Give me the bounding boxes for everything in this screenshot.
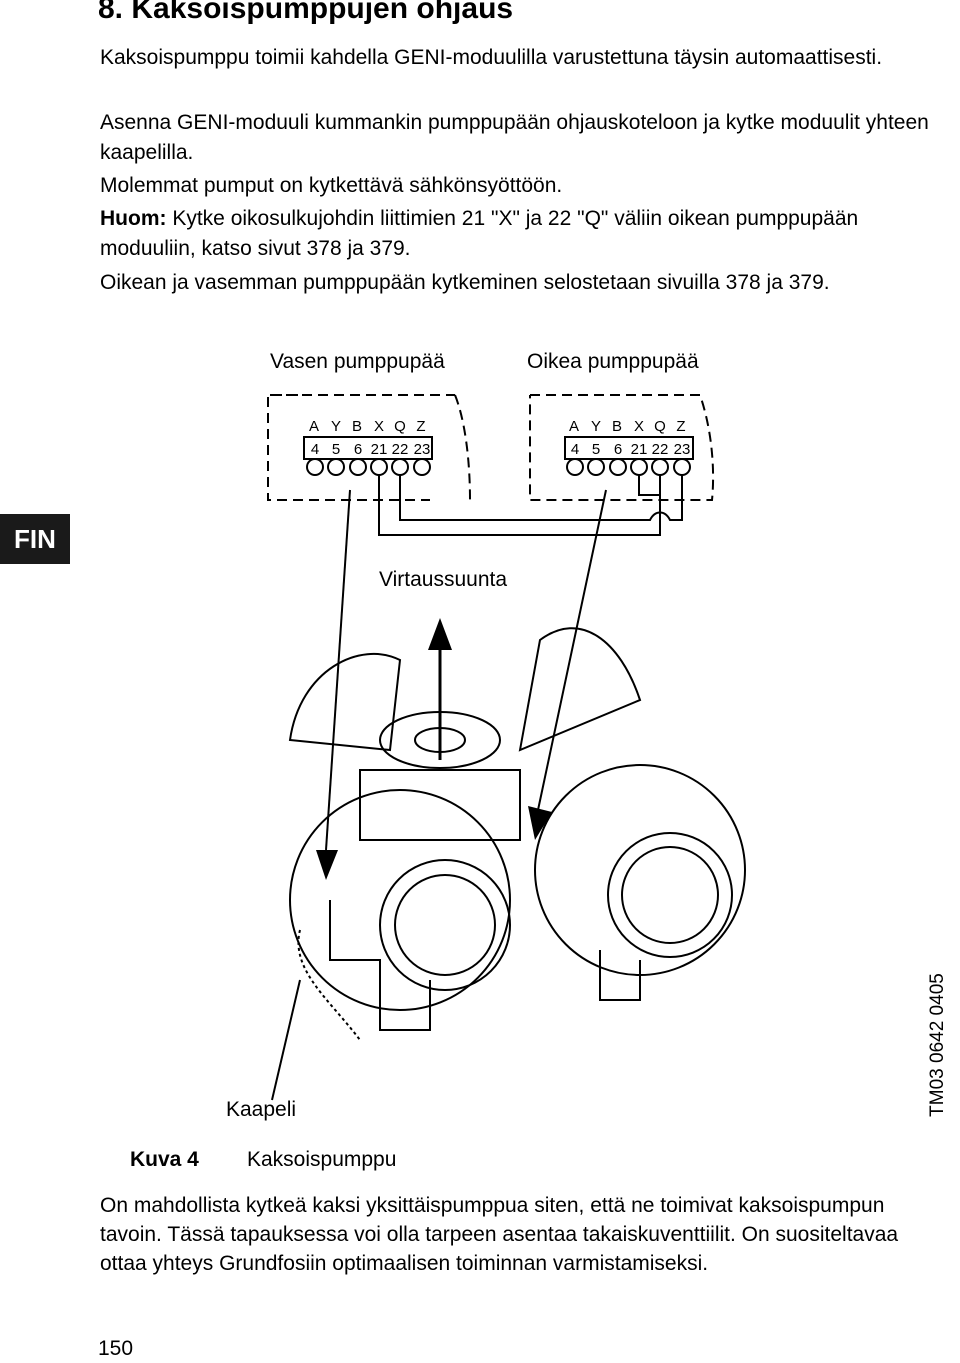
- right-terminal-letter-x: X: [634, 418, 644, 435]
- cable-leader-line: [271, 979, 301, 1101]
- left-terminal-number-5: 5: [332, 441, 340, 458]
- page-heading: 8. Kaksoispumppujen ohjaus: [98, 0, 514, 25]
- cable-label: Kaapeli: [226, 1098, 297, 1121]
- geni-cable-wire-2: [399, 475, 683, 521]
- paragraph-auto-operation: Kaksoispumppu toimii kahdella GENI-moduu…: [100, 46, 883, 69]
- pump-body: [288, 627, 746, 1041]
- left-terminal-number-23: 23: [414, 441, 431, 458]
- left-terminal-block: [303, 436, 433, 460]
- drawing-code: TM03 0642 0405: [927, 973, 948, 1117]
- right-terminal-letter-a: A: [569, 418, 579, 435]
- left-terminal-letter-y: Y: [331, 418, 341, 435]
- right-module-arrow-line: [537, 489, 607, 811]
- left-terminal-letter-b: B: [352, 418, 362, 435]
- page-number: 150: [98, 1337, 134, 1360]
- left-terminal-letter-q: Q: [394, 418, 406, 435]
- right-terminal-block: [564, 436, 694, 460]
- left-terminal-screws: [306, 458, 431, 476]
- right-module-arrowhead: [528, 806, 552, 840]
- left-terminal-letter-z: Z: [416, 418, 425, 435]
- right-terminal-number-22: 22: [652, 441, 669, 458]
- paragraph-note: Huom: Kytke oikosulkujohdin liittimien 2…: [100, 204, 940, 264]
- left-terminal-number-4: 4: [311, 441, 319, 458]
- right-terminal-letter-y: Y: [591, 418, 601, 435]
- paragraph-connection-reference: Oikean ja vasemman pumppupään kytkeminen…: [100, 271, 830, 294]
- right-terminal-letter-q: Q: [654, 418, 666, 435]
- paragraph-install-modules: Asenna GENI-moduuli kummankin pumppupään…: [100, 111, 929, 164]
- short-circuit-link: [638, 475, 661, 496]
- geni-cable-wire-1: [378, 475, 661, 536]
- figure-twin-pump: A Y B X Q Z 4 5 6 21 22 23 A Y B X Q Z 4…: [0, 340, 960, 1140]
- right-terminal-number-21: 21: [631, 441, 648, 458]
- right-terminal-letter-b: B: [612, 418, 622, 435]
- flow-arrowhead: [428, 618, 452, 650]
- left-module-arrow-line: [325, 489, 351, 851]
- note-text: Kytke oikosulkujohdin liittimien 21 "X" …: [100, 207, 859, 260]
- right-terminal-letter-z: Z: [676, 418, 685, 435]
- paragraph-single-pumps: On mahdollista kytkeä kaksi yksittäispum…: [100, 1194, 899, 1275]
- figure-caption: Kaksoispumppu: [247, 1148, 397, 1171]
- left-head-label: Vasen pumppupää: [270, 350, 445, 373]
- left-terminal-number-22: 22: [392, 441, 409, 458]
- figure-number: Kuva 4: [130, 1148, 199, 1171]
- right-terminal-number-6: 6: [614, 441, 622, 458]
- left-terminal-letter-x: X: [374, 418, 384, 435]
- right-terminal-screws: [566, 458, 691, 476]
- right-head-label: Oikea pumppupää: [527, 350, 699, 373]
- language-tab: FIN: [0, 514, 70, 564]
- left-module-arrowhead: [316, 850, 338, 880]
- paragraph-power-supply: Molemmat pumput on kytkettävä sähkönsyöt…: [100, 174, 563, 197]
- right-terminal-number-5: 5: [592, 441, 600, 458]
- flow-direction-label: Virtaussuunta: [379, 568, 508, 591]
- twin-pump-drawing: A Y B X Q Z 4 5 6 21 22 23 A Y B X Q Z 4…: [267, 394, 746, 1101]
- left-terminal-number-6: 6: [354, 441, 362, 458]
- left-terminal-letter-a: A: [309, 418, 319, 435]
- right-terminal-number-4: 4: [571, 441, 579, 458]
- left-terminal-number-21: 21: [371, 441, 388, 458]
- right-terminal-number-23: 23: [674, 441, 691, 458]
- right-module-outline: [529, 394, 715, 501]
- note-label: Huom:: [100, 207, 167, 230]
